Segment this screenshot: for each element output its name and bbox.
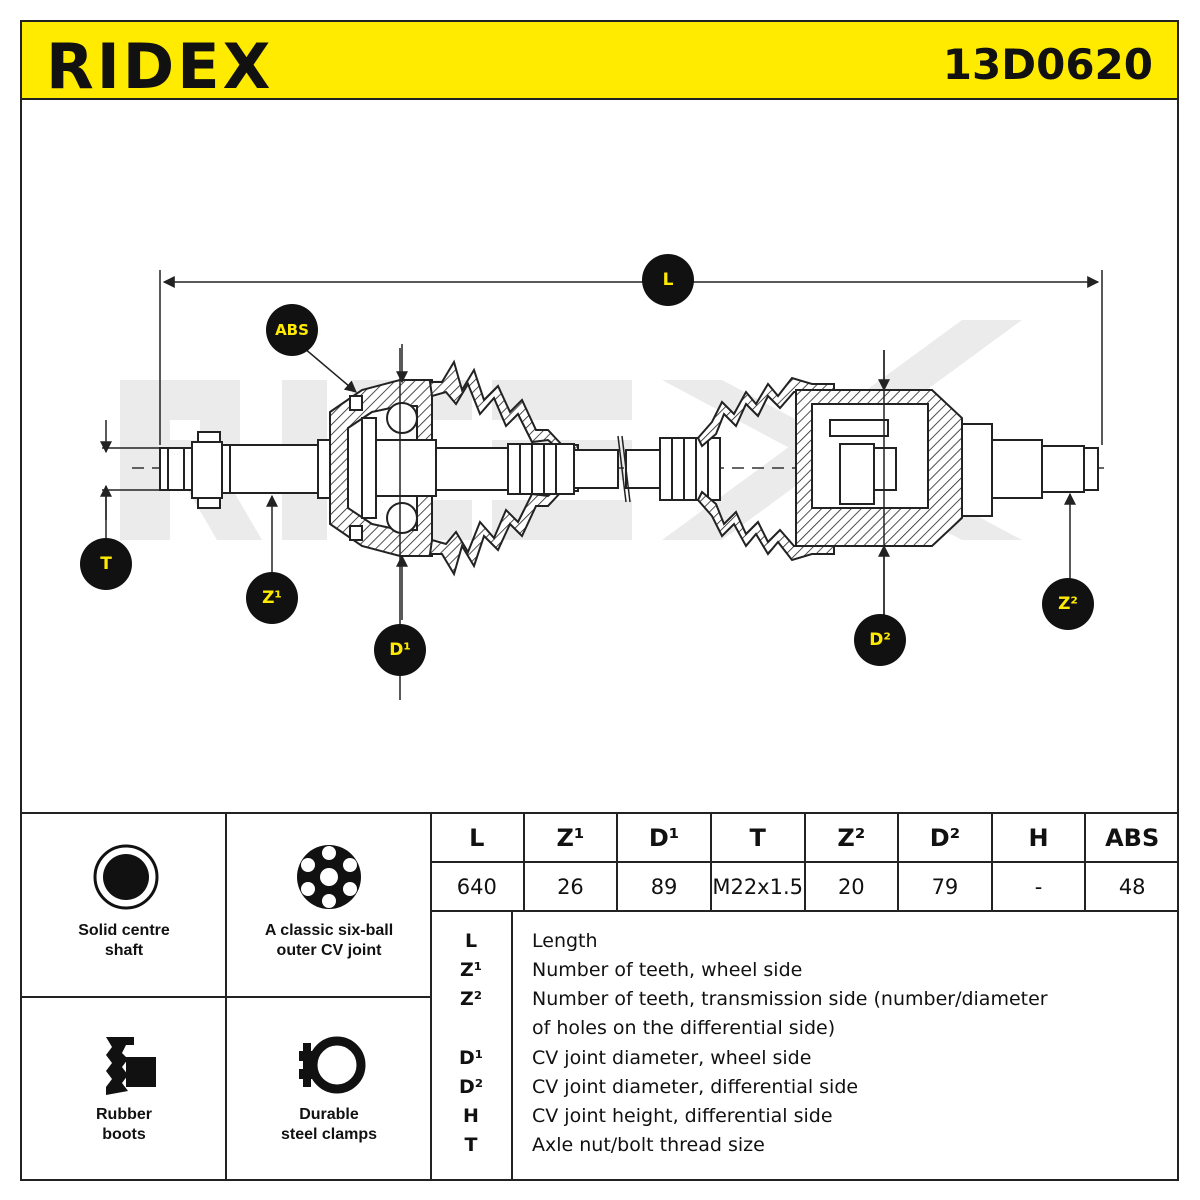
inner-cv-joint: [795, 350, 963, 640]
legend-key: L: [464, 930, 478, 952]
legend-row: H CV joint height, differential side: [431, 1103, 1178, 1132]
feature-steel-clamps: Durable steel clamps: [227, 999, 431, 1181]
solid-shaft-icon: [93, 844, 159, 910]
feature-six-ball: A classic six-ball outer CV joint: [227, 815, 431, 997]
legend-key: Z²: [459, 988, 483, 1010]
spec-header-D2: D²: [899, 814, 993, 863]
spec-value-Z2: 20: [805, 863, 900, 912]
main-shaft: [435, 435, 721, 503]
steel-clamp-icon: [299, 1036, 366, 1094]
feature-label-six-ball: A classic six-ball outer CV joint: [264, 922, 394, 959]
legend-desc: Length: [532, 930, 598, 952]
feature-label-rubber-boots: Rubber boots: [96, 1106, 152, 1143]
spec-header-T: T: [711, 814, 806, 863]
sheet-frame: [20, 20, 1179, 1181]
legend-desc: Axle nut/bolt thread size: [532, 1134, 765, 1156]
legend-key: Z¹: [459, 959, 483, 981]
feature-label-solid-shaft: Solid centre shaft: [78, 922, 170, 959]
legend-desc: CV joint height, differential side: [532, 1105, 833, 1127]
spec-table: L Z¹ D¹ T Z² D² H ABS 640 26 89 M22x1.5 …: [431, 814, 1178, 912]
transmission-side-stub: [961, 423, 1099, 517]
callout-Z1: Z¹: [262, 588, 282, 608]
brand-logo: RIDEX: [46, 30, 274, 103]
spec-value-D1: 89: [618, 863, 712, 912]
outer-cv-joint: [329, 348, 437, 700]
six-ball-joint-icon: [297, 845, 361, 909]
legend-row: L Length: [431, 928, 1178, 957]
callout-D1: D¹: [389, 640, 411, 660]
legend-row: of holes on the differential side): [431, 1015, 1178, 1044]
spec-header-L: L: [431, 814, 525, 863]
callout-ABS: ABS: [275, 321, 309, 339]
legend-row: D¹ CV joint diameter, wheel side: [431, 1045, 1178, 1074]
spec-header-Z2: Z²: [805, 814, 900, 863]
part-number: 13D0620: [942, 40, 1153, 89]
legend-key: D¹: [458, 1047, 484, 1069]
spec-header-D1: D¹: [618, 814, 712, 863]
callout-D2: D²: [869, 630, 891, 650]
spec-header-ABS: ABS: [1086, 814, 1178, 863]
rubber-badge: CR: [155, 1063, 171, 1074]
legend-desc: Number of teeth, wheel side: [532, 959, 803, 981]
spec-header-row: L Z¹ D¹ T Z² D² H ABS: [431, 814, 1178, 863]
feature-solid-shaft: Solid centre shaft: [22, 815, 226, 997]
legend-key: T: [464, 1134, 478, 1156]
callout-T: T: [100, 554, 112, 574]
spec-value-T: M22x1.5: [711, 863, 806, 912]
spec-header-H: H: [992, 814, 1087, 863]
header-bar: RIDEX 13D0620: [20, 20, 1179, 103]
spec-value-D2: 79: [899, 863, 993, 912]
drive-shaft-diagram: L ABS T Z¹ D¹ D² Z²: [22, 100, 1178, 813]
legend-row: Z² Number of teeth, transmission side (n…: [431, 986, 1178, 1015]
legend-row: Z¹ Number of teeth, wheel side: [431, 957, 1178, 986]
spec-value-Z1: 26: [524, 863, 619, 912]
callout-L: L: [662, 270, 674, 290]
legend-row: D² CV joint diameter, differential side: [431, 1074, 1178, 1103]
legend-key: D²: [458, 1076, 484, 1098]
legend-desc: of holes on the differential side): [532, 1017, 836, 1039]
spec-header-Z1: Z¹: [524, 814, 619, 863]
callout-Z2: Z²: [1058, 594, 1078, 614]
feature-rubber-boots: CR Rubber boots: [22, 999, 226, 1181]
callout-circles: [80, 254, 1094, 676]
legend-key: H: [463, 1105, 479, 1127]
wheel-side-stub: [159, 431, 331, 509]
legend-desc: Number of teeth, transmission side (numb…: [532, 988, 1048, 1010]
rubber-boot-icon: [106, 1037, 156, 1095]
feature-label-steel-clamps: Durable steel clamps: [280, 1106, 378, 1143]
spec-value-L: 640: [431, 863, 525, 912]
legend-desc: CV joint diameter, differential side: [532, 1076, 859, 1098]
spec-value-row: 640 26 89 M22x1.5 20 79 - 48: [431, 863, 1178, 912]
spec-value-H: -: [992, 863, 1087, 912]
spec-value-ABS: 48: [1086, 863, 1178, 912]
legend-row: T Axle nut/bolt thread size: [431, 1132, 1178, 1161]
legend-desc: CV joint diameter, wheel side: [532, 1047, 812, 1069]
length-dimension: [159, 270, 1103, 445]
